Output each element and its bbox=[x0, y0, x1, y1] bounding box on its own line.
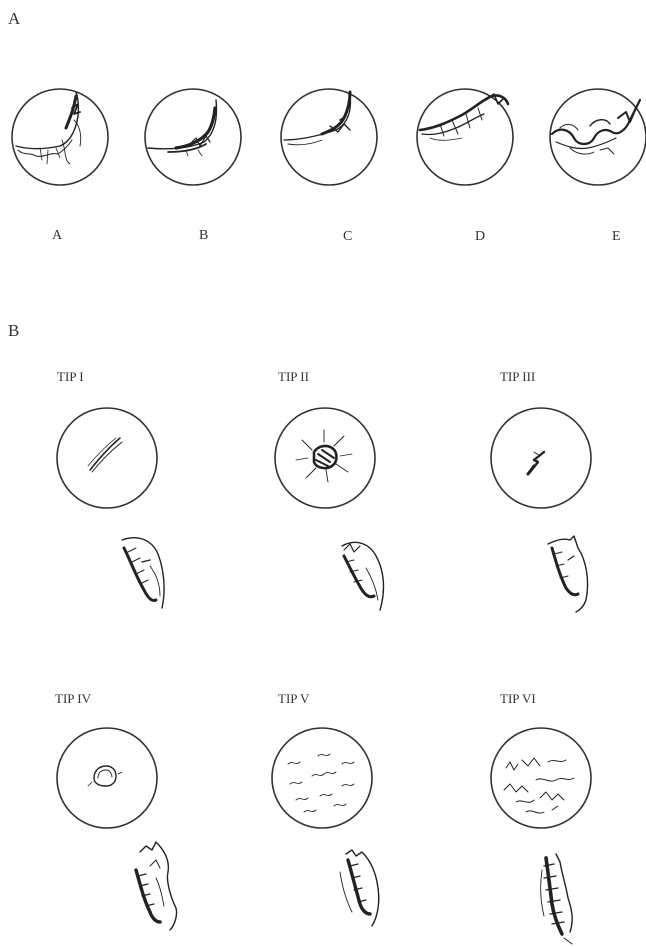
type-iv-profile bbox=[134, 841, 178, 931]
panel-a-dish-d bbox=[416, 88, 514, 186]
growth-pattern bbox=[526, 450, 546, 476]
type-label: TIP IV bbox=[55, 691, 92, 706]
dish-outline bbox=[11, 88, 109, 186]
type-iv-colony bbox=[56, 727, 158, 829]
type-i-colony bbox=[56, 407, 158, 509]
type-iii-colony bbox=[490, 407, 592, 509]
growth-pattern bbox=[550, 98, 642, 155]
panel-a-dish-a bbox=[11, 88, 109, 186]
dish-outline bbox=[490, 727, 592, 829]
growth-pattern bbox=[87, 437, 123, 473]
panel-a-dish-label: D bbox=[475, 229, 485, 244]
panel-a-dish-c bbox=[280, 88, 378, 186]
growth-pattern bbox=[87, 765, 123, 787]
dish-outline bbox=[416, 88, 514, 186]
dish-outline bbox=[271, 727, 373, 829]
growth-pattern bbox=[287, 753, 355, 813]
type-label: TIP II bbox=[278, 369, 309, 384]
growth-pattern bbox=[283, 90, 352, 146]
type-label: TIP V bbox=[278, 691, 310, 706]
dish-outline bbox=[280, 88, 378, 186]
type-vi-profile bbox=[540, 853, 573, 945]
type-v-profile bbox=[339, 849, 380, 927]
growth-pattern bbox=[295, 429, 353, 483]
dish-outline bbox=[274, 407, 376, 509]
panel-b-label: B bbox=[8, 321, 19, 340]
type-i-profile bbox=[121, 536, 165, 609]
panel-a-dish-label: C bbox=[343, 229, 352, 244]
growth-pattern bbox=[15, 91, 82, 165]
growth-pattern bbox=[418, 93, 510, 141]
type-label: TIP III bbox=[500, 369, 535, 384]
panel-a-dish-label: B bbox=[199, 228, 208, 243]
type-ii-profile bbox=[341, 541, 385, 611]
type-ii-colony bbox=[274, 407, 376, 509]
dish-outline bbox=[549, 88, 646, 186]
panel-a-dish-label: A bbox=[52, 228, 63, 243]
dish-outline bbox=[56, 727, 158, 829]
panel-a-dish-b bbox=[144, 88, 242, 186]
dish-outline bbox=[144, 88, 242, 186]
panel-a-dish-e bbox=[549, 88, 646, 186]
growth-pattern bbox=[503, 757, 575, 814]
type-label: TIP VI bbox=[500, 691, 536, 706]
type-v-colony bbox=[271, 727, 373, 829]
type-iii-profile bbox=[547, 535, 589, 613]
dish-outline bbox=[56, 407, 158, 509]
panel-a-label: A bbox=[8, 9, 21, 28]
panel-a-dish-label: E bbox=[612, 229, 621, 244]
type-label: TIP I bbox=[57, 369, 84, 384]
dish-outline bbox=[490, 407, 592, 509]
growth-pattern bbox=[147, 99, 218, 157]
type-vi-colony bbox=[490, 727, 592, 829]
